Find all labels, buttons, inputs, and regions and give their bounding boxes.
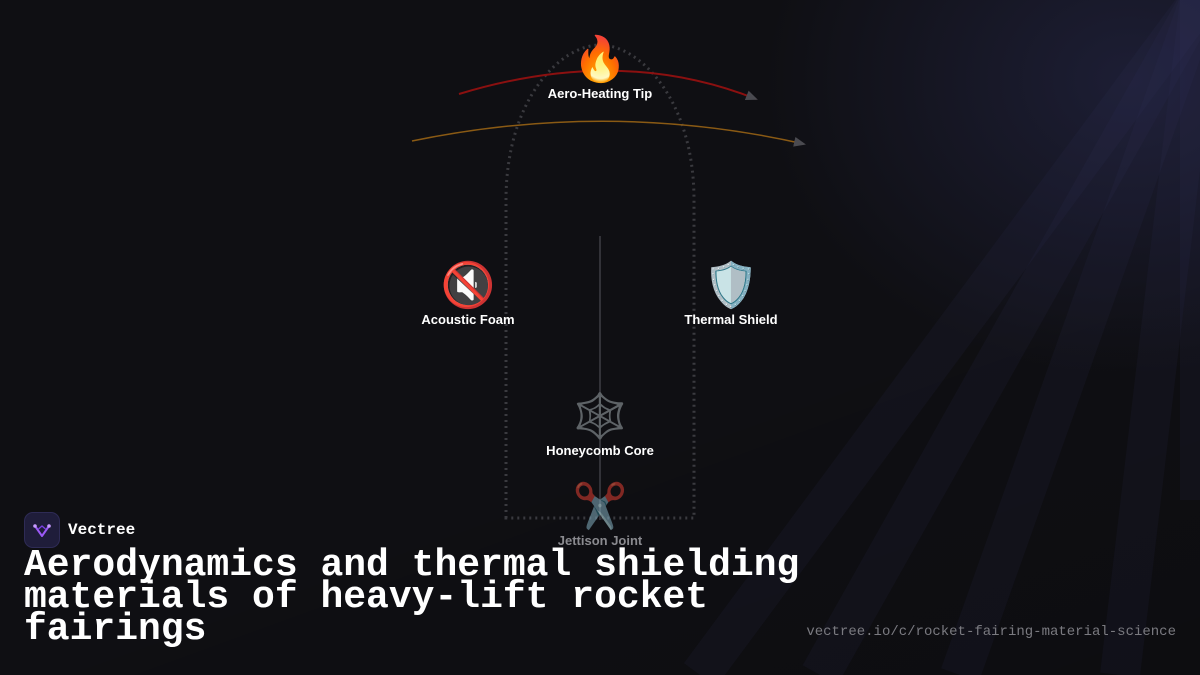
node-label: Aero-Heating Tip	[547, 86, 653, 101]
vectree-logo-icon	[24, 512, 60, 548]
node-label: Jettison Joint	[557, 533, 643, 548]
spider-web-icon: 🕸️	[572, 391, 628, 442]
page-title: Aerodynamics and thermal shielding mater…	[24, 544, 800, 651]
shield-icon: 🛡️	[703, 260, 759, 311]
fire-icon: 🔥	[572, 34, 628, 85]
thermal-flow-arrow	[411, 120, 806, 147]
fairing-outline	[504, 43, 696, 520]
node-label: Honeycomb Core	[546, 443, 654, 458]
node-acoustic-foam: 🔇 Acoustic Foam	[421, 260, 515, 328]
muted-speaker-icon: 🔇	[440, 260, 496, 311]
brand-name: Vectree	[68, 521, 136, 539]
node-label: Thermal Shield	[684, 312, 778, 327]
brand[interactable]: Vectree	[24, 512, 135, 548]
node-jettison-joint: ✂️ Jettison Joint	[557, 481, 643, 549]
node-thermal-shield: 🛡️ Thermal Shield	[684, 260, 778, 328]
node-honeycomb-core: 🕸️ Honeycomb Core	[546, 391, 654, 459]
source-url[interactable]: vectree.io/c/rocket-fairing-material-sci…	[806, 624, 1176, 640]
node-aero-heating-tip: 🔥 Aero-Heating Tip	[547, 34, 653, 102]
scissors-icon: ✂️	[572, 481, 628, 532]
heating-flow-arrow	[458, 69, 758, 100]
node-label: Acoustic Foam	[421, 312, 515, 327]
